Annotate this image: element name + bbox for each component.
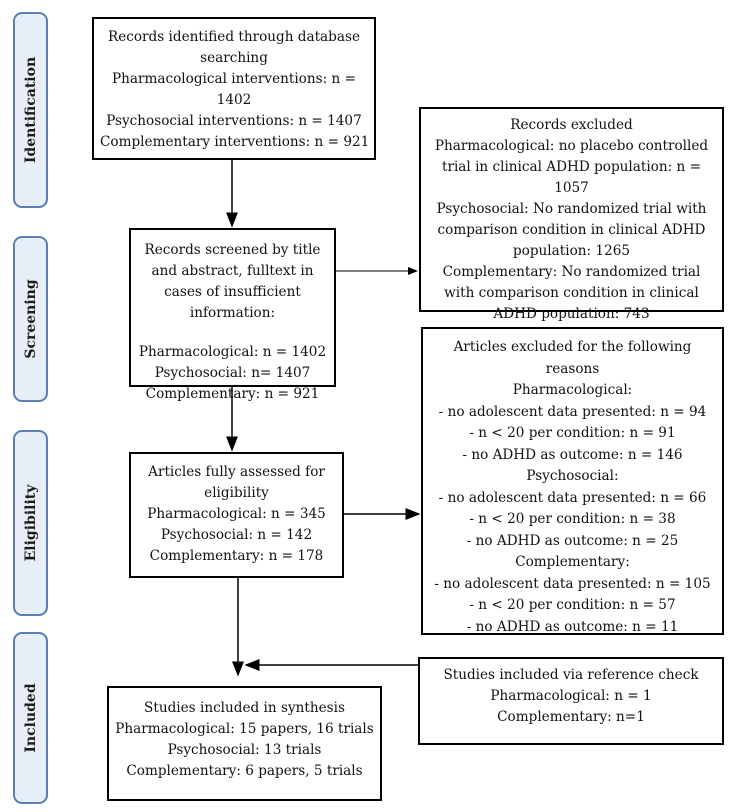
- articles-excluded-comp-1: - no adolescent data presented: n = 105: [434, 575, 711, 592]
- synthesis-psychosocial: Psychosocial: 13 trials: [167, 742, 322, 758]
- identified-psychosocial: Psychosocial interventions: n = 1407: [106, 113, 362, 129]
- articles-excluded-box: Articles excluded for the following reas…: [421, 327, 724, 635]
- assessed-psychosocial: Psychosocial: n = 142: [160, 527, 313, 543]
- phase-screening: Screening: [13, 236, 48, 402]
- reference-pharmacological: Pharmacological: n = 1: [490, 688, 652, 704]
- articles-excluded-comp-2: - n < 20 per condition: n = 57: [469, 597, 676, 613]
- articles-excluded-pharm-heading: Pharmacological:: [512, 382, 633, 398]
- records-excluded-box: Records excluded Pharmacological: no pla…: [419, 107, 724, 322]
- assessed-pharmacological: Pharmacological: n = 345: [147, 506, 326, 522]
- articles-assessed-box: Articles fully assessed for eligibility …: [129, 452, 344, 578]
- screened-pharmacological: Pharmacological: n = 1402: [138, 344, 327, 360]
- records-identified-box: Records identified through database sear…: [92, 17, 376, 160]
- reference-check-title: Studies included via reference check: [443, 667, 699, 683]
- screened-psychosocial: Psychosocial: n= 1407: [154, 365, 311, 381]
- records-screened-box: Records screened by title and abstract, …: [129, 228, 336, 402]
- synthesis-box: Studies included in synthesis Pharmacolo…: [107, 686, 382, 801]
- articles-assessed-title: Articles fully assessed for eligibility: [148, 464, 325, 501]
- articles-excluded-pharm-1: - no adolescent data presented: n = 94: [438, 403, 707, 420]
- records-identified-title: Records identified through database sear…: [107, 29, 360, 66]
- articles-excluded-title: Articles excluded for the following reas…: [453, 339, 692, 377]
- articles-excluded-psych-2: - n < 20 per condition: n = 38: [469, 511, 676, 527]
- articles-excluded-psych-1: - no adolescent data presented: n = 66: [438, 489, 707, 506]
- identified-pharmacological: Pharmacological interventions: n = 1402: [112, 71, 356, 108]
- phase-included: Included: [13, 632, 48, 804]
- reference-complementary: Complementary: n=1: [497, 709, 645, 725]
- identified-complementary: Complementary interventions: n = 921: [100, 134, 370, 150]
- phase-identification: Identification: [13, 12, 48, 208]
- excluded-pharmacological: Pharmacological: no placebo controlled t…: [434, 138, 709, 196]
- synthesis-title: Studies included in synthesis: [144, 700, 345, 716]
- assessed-complementary: Complementary: n = 178: [149, 548, 324, 564]
- records-screened-title: Records screened by title and abstract, …: [144, 242, 321, 321]
- articles-excluded-psych-3: - no ADHD as outcome: n = 25: [466, 532, 679, 549]
- excluded-psychosocial: Psychosocial: No randomized trial with c…: [436, 201, 707, 259]
- articles-excluded-comp-heading: Complementary:: [515, 554, 630, 570]
- articles-excluded-pharm-2: - n < 20 per condition: n = 91: [469, 425, 676, 441]
- excluded-complementary: Complementary: No randomized trial with …: [442, 264, 701, 322]
- synthesis-complementary: Complementary: 6 papers, 5 trials: [126, 763, 363, 779]
- articles-excluded-pharm-3: - no ADHD as outcome: n = 146: [462, 446, 683, 463]
- synthesis-pharmacological: Pharmacological: 15 papers, 16 trials: [115, 721, 374, 737]
- phase-eligibility: Eligibility: [13, 430, 48, 616]
- articles-excluded-comp-3: - no ADHD as outcome: n = 11: [466, 618, 679, 635]
- articles-excluded-psych-heading: Psychosocial:: [526, 468, 619, 484]
- reference-check-box: Studies included via reference check Pha…: [418, 657, 724, 745]
- records-excluded-title: Records excluded: [510, 117, 633, 133]
